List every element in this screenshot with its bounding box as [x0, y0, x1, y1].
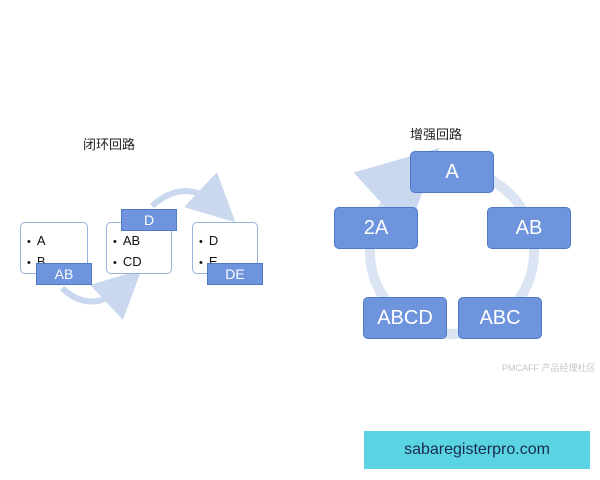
list-item: B [27, 252, 46, 273]
reinforcing-node-abcd: ABCD [363, 297, 447, 339]
reinforcing-node-2a: 2A [334, 207, 418, 249]
closed-loop-arrow-bottom [59, 269, 142, 320]
closed-loop-arrow-top [150, 172, 236, 223]
list-item: E [199, 252, 218, 273]
closed-loop-title: 闭环回路 [83, 137, 136, 152]
list-item: A [27, 231, 46, 252]
reinforcing-node-ab: AB [487, 207, 571, 249]
reinforcing-node-a: A [410, 151, 494, 193]
closed-loop-tag-1: AB [36, 263, 92, 285]
list-item: D [199, 231, 218, 252]
list-item: CD [113, 252, 142, 273]
reinforcing-loop-title: 增强回路 [410, 127, 463, 142]
closed-loop-tag-2: D [121, 209, 177, 231]
reinforcing-loop-arrow-head [353, 147, 440, 232]
list-item: AB [113, 231, 142, 252]
site-banner: sabaregisterpro.com [364, 431, 590, 469]
watermark: PMCAFF 产品经理社区 [502, 363, 596, 373]
reinforcing-node-abc: ABC [458, 297, 542, 339]
closed-loop-tag-3: DE [207, 263, 263, 285]
